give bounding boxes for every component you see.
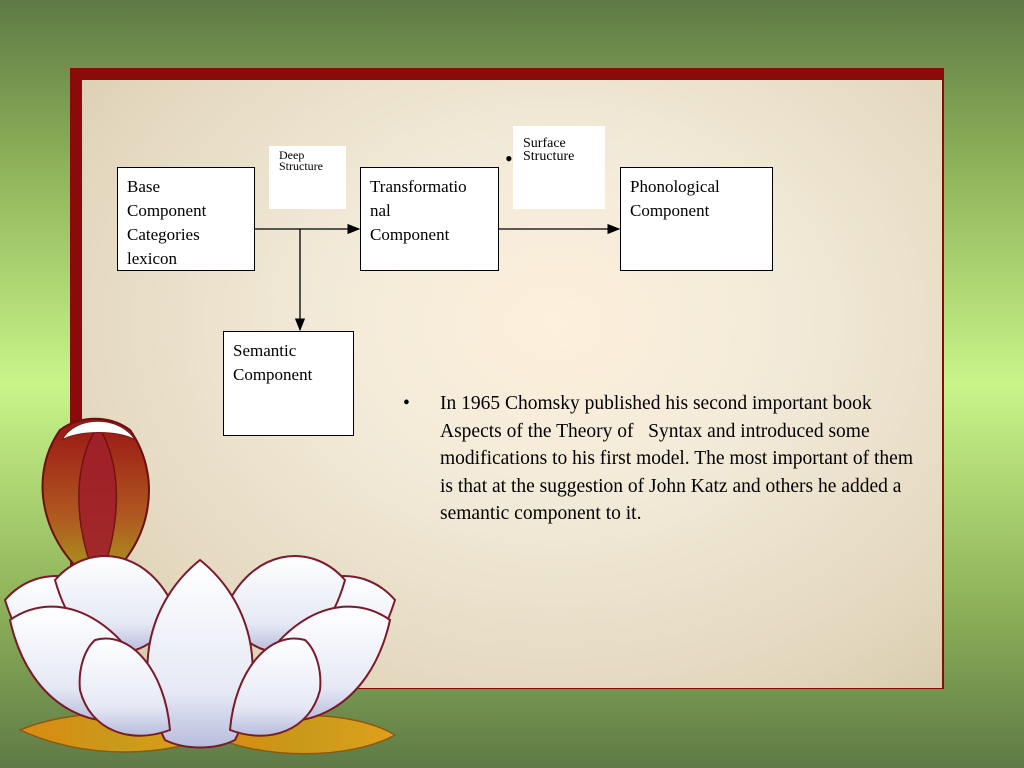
surface-structure-label: Surface Structure xyxy=(513,126,605,209)
lotus-flower-image xyxy=(3,417,397,755)
stray-bullet: • xyxy=(505,146,513,171)
bullet-marker: • xyxy=(403,393,410,414)
label-line: Structure xyxy=(523,149,575,164)
box-line: Component xyxy=(233,365,313,384)
semantic-component-box: Semantic Component xyxy=(223,331,354,436)
box-line: Component xyxy=(127,201,207,220)
label-line: Deep xyxy=(279,148,305,162)
label-line: Surface xyxy=(523,136,566,151)
phonological-component-box: Phonological Component xyxy=(620,167,773,271)
box-line: Semantic xyxy=(233,341,297,360)
box-line: Component xyxy=(370,225,450,244)
box-line: Categories xyxy=(127,225,200,244)
label-line: Structure xyxy=(279,159,323,173)
bullet-text: In 1965 Chomsky published his second imp… xyxy=(440,393,913,524)
box-line: Transformatio xyxy=(370,177,467,196)
transformational-component-box: Transformatio nal Component xyxy=(360,167,499,271)
box-line: Component xyxy=(630,201,710,220)
box-line: Base xyxy=(127,177,161,196)
base-component-box: Base Component Categories lexicon xyxy=(117,167,255,271)
box-line: Phonological xyxy=(630,177,720,196)
box-line: lexicon xyxy=(127,249,178,268)
box-line: nal xyxy=(370,201,391,220)
deep-structure-label: Deep Structure xyxy=(269,146,346,209)
